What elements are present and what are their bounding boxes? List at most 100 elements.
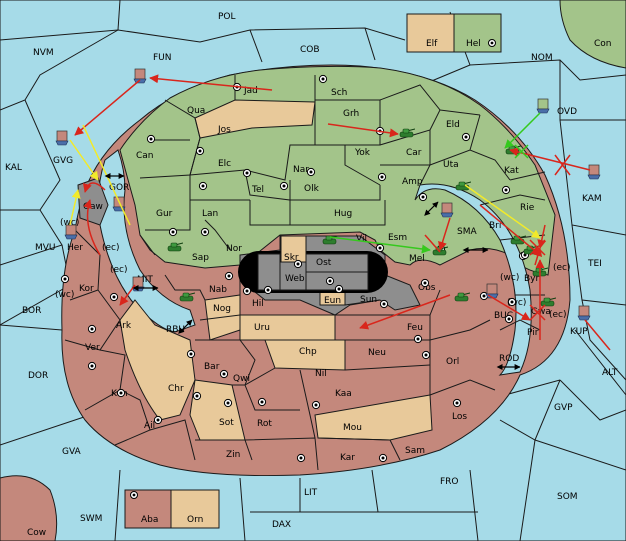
label-dor: DOR — [28, 371, 48, 381]
supply-center-core — [149, 137, 153, 141]
fleet-unit-icon[interactable] — [55, 130, 69, 146]
label-gvp: GVP — [554, 403, 573, 413]
label-bri: Bri — [489, 221, 501, 231]
region-con[interactable] — [559, 0, 626, 69]
supply-center-core — [328, 279, 332, 283]
supply-center-core — [189, 352, 193, 356]
label-kal: KAL — [5, 163, 22, 173]
label-ver: Ver — [85, 343, 100, 353]
region-skr-box — [280, 235, 307, 263]
label-con: Con — [594, 39, 612, 49]
label-can: Can — [136, 151, 154, 161]
supply-center-core — [282, 184, 286, 188]
order-cut-byn — [529, 239, 546, 256]
label-ost: Ost — [316, 258, 332, 268]
legend-orn — [170, 489, 220, 529]
fleet-unit-icon[interactable] — [587, 164, 601, 180]
label-gaw: Gaw — [83, 202, 103, 212]
label-qua: Qua — [187, 106, 205, 116]
order-gor — [82, 182, 106, 193]
label-zin: Zin — [226, 450, 240, 460]
province-borders — [64, 75, 546, 471]
order-obs-feu — [359, 294, 451, 330]
label-fun: FUN — [153, 53, 172, 63]
legend-hel-label: Hel — [466, 39, 481, 49]
fleet-unit-icon[interactable] — [577, 305, 591, 321]
supply-center-core — [245, 289, 249, 293]
link-rbu — [178, 319, 193, 334]
supply-center-core — [382, 302, 386, 306]
label-eun: Eun — [324, 296, 341, 306]
label-uta: Uta — [443, 160, 459, 170]
supply-centers — [60, 74, 530, 463]
label-elc: Elc — [218, 159, 231, 169]
order-buc-gwa — [487, 294, 531, 321]
label-lan: Lan — [202, 209, 218, 219]
label-kam: KAM — [582, 194, 602, 204]
label-fro: FRO — [440, 477, 459, 487]
supply-center-core — [63, 277, 67, 281]
supply-center-core — [510, 300, 514, 304]
annot-wc-2: (wc) — [55, 290, 74, 300]
order-sma-x — [424, 234, 441, 253]
order-cut-ovd — [514, 144, 529, 159]
supply-center-core — [504, 188, 508, 192]
label-mel: Mel — [409, 254, 425, 264]
label-ark: Ark — [116, 321, 132, 331]
label-dax: DAX — [272, 520, 291, 530]
label-car: Car — [406, 148, 422, 158]
label-sap: Sap — [192, 253, 209, 263]
order-cut-kam — [554, 154, 571, 176]
region-mou[interactable] — [314, 394, 433, 441]
label-kor: Kor — [79, 284, 94, 294]
supply-center-core — [156, 418, 160, 422]
label-olk: Olk — [304, 184, 320, 194]
label-gvg: GVG — [53, 156, 73, 166]
supply-center-core — [227, 274, 231, 278]
supply-center-core — [245, 171, 249, 175]
supply-center-core — [314, 403, 318, 407]
label-nil: Nil — [315, 369, 327, 379]
label-kar: Kar — [340, 453, 355, 463]
annot-wc-3: (wc) — [500, 273, 519, 283]
link-sma2 — [424, 201, 439, 216]
fleet-unit-icon[interactable] — [536, 98, 550, 114]
supply-center-core — [119, 391, 123, 395]
supply-center-core — [423, 281, 427, 285]
label-mit: MIT — [137, 275, 153, 285]
legend-aba-label: Aba — [141, 515, 158, 525]
supply-center-core — [90, 364, 94, 368]
label-vil: Vil — [356, 234, 367, 244]
fleet-unit-icon[interactable] — [64, 224, 78, 240]
label-mou: Mou — [343, 423, 362, 433]
label-hil: Hil — [252, 299, 264, 309]
label-kat: Kat — [504, 166, 519, 176]
label-jad: Jad — [243, 86, 258, 96]
label-gva: GVA — [62, 447, 82, 457]
order-gvg-gaw — [69, 139, 99, 181]
label-buc: BUC — [494, 311, 513, 321]
supply-center-core — [507, 317, 511, 321]
supply-center-core — [266, 288, 270, 292]
label-feu: Feu — [407, 323, 423, 333]
region-cow[interactable] — [0, 475, 58, 541]
fleet-unit-icon[interactable] — [440, 202, 454, 218]
order-grh-car — [327, 123, 399, 138]
supply-center-core — [171, 230, 175, 234]
fleet-unit-icon[interactable] — [131, 276, 145, 292]
order-vil-mel — [329, 236, 431, 254]
supply-center-core — [455, 401, 459, 405]
label-hug: Hug — [334, 209, 352, 219]
label-gwa: Gwa — [531, 307, 551, 317]
label-yok: Yok — [354, 148, 371, 158]
label-obs: Obs — [418, 283, 436, 293]
label-tel: Tel — [251, 185, 264, 195]
order-uta-bri — [464, 184, 541, 239]
label-gor: GOR — [109, 183, 129, 193]
annot-ec-2: (ec) — [110, 265, 128, 275]
annot-ec-3: (ec) — [553, 263, 571, 273]
fleet-unit-icon[interactable] — [485, 283, 499, 299]
orders — [69, 74, 611, 351]
label-kaa: Kaa — [335, 389, 352, 399]
